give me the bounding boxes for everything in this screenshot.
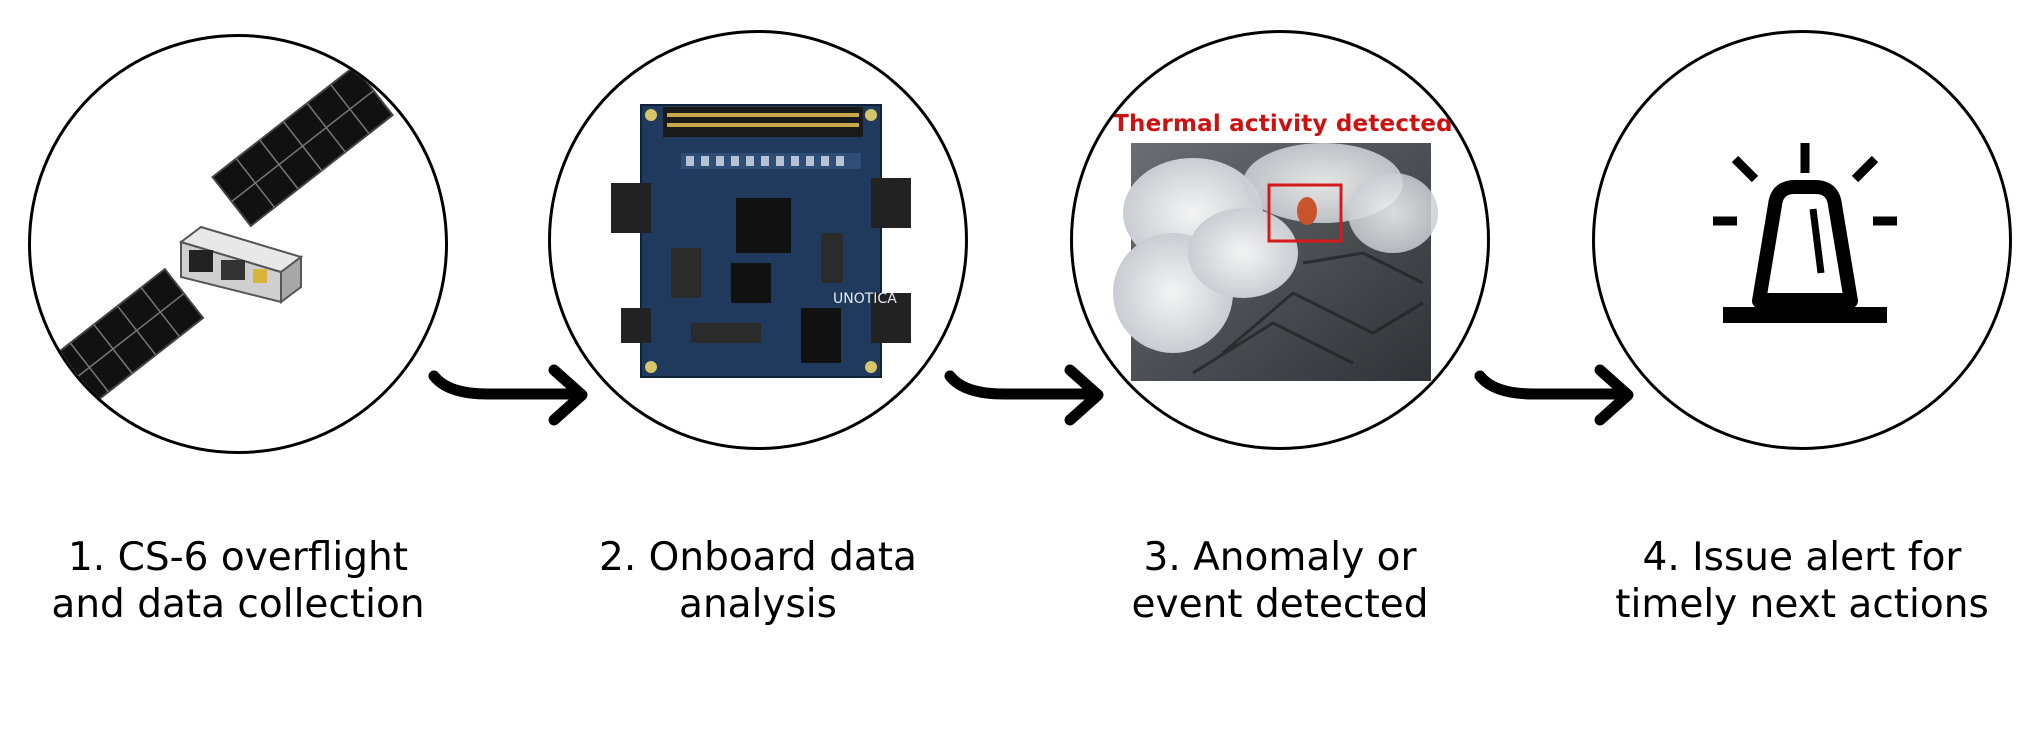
step-1-caption-line2: and data collection — [51, 582, 425, 627]
step-4-circle — [1592, 30, 2012, 450]
arrow-1-to-2 — [428, 364, 588, 426]
arrow-2-to-3 — [944, 364, 1104, 426]
detection-box — [1267, 183, 1343, 243]
step-1-caption-line1: 1. CS-6 overflight — [67, 535, 408, 580]
detection-label: Thermal activity detected — [1113, 111, 1453, 137]
step-3-caption: 3. Anomaly or event detected — [1050, 534, 1510, 628]
step-3-circle: Thermal activity detected — [1070, 30, 1490, 450]
alarm-beacon-icon — [1713, 143, 1897, 323]
step-4-caption: 4. Issue alert for timely next actions — [1572, 534, 2032, 628]
arrow-3-to-4 — [1474, 364, 1634, 426]
step-2-caption-line1: 2. Onboard data — [599, 535, 917, 580]
step-2-caption: 2. Onboard data analysis — [528, 534, 988, 628]
step-3-caption-line1: 3. Anomaly or — [1143, 535, 1417, 580]
circuit-board-icon: UNOTICA — [611, 104, 911, 378]
satellite-icon — [45, 64, 395, 412]
step-1-caption: 1. CS-6 overflight and data collection — [8, 534, 468, 628]
volcano-image — [1113, 143, 1438, 381]
step-4-caption-line1: 4. Issue alert for — [1642, 535, 1962, 580]
step-4-caption-line2: timely next actions — [1615, 582, 1989, 627]
step-1-circle — [28, 34, 448, 454]
step-2-circle: UNOTICA — [548, 30, 968, 450]
board-logo: UNOTICA — [833, 291, 897, 307]
step-3-caption-line2: event detected — [1131, 582, 1429, 627]
step-2-caption-line2: analysis — [679, 582, 837, 627]
